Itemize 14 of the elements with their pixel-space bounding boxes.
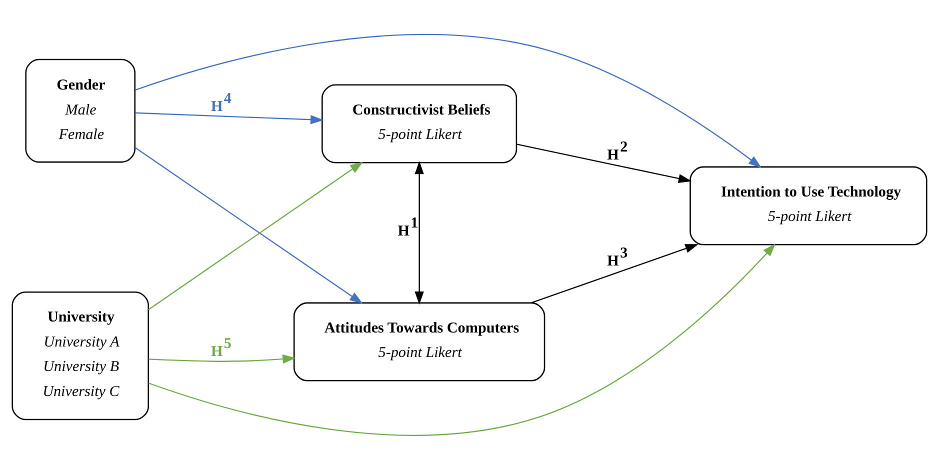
node-box: Constructivist Beliefs 5-point Likert <box>322 84 518 164</box>
node-box: University University A University B University C <box>12 292 150 420</box>
arrow <box>516 144 692 184</box>
arrow <box>148 244 776 436</box>
arrow <box>148 162 364 310</box>
node-box: Intention to Use Technology 5-point Likert <box>690 166 928 246</box>
arrow <box>134 147 363 304</box>
arrow <box>148 354 296 364</box>
arrow <box>414 160 424 305</box>
arrow <box>135 112 324 124</box>
arrow <box>531 244 698 304</box>
node-box: Gender Male Female <box>25 58 136 163</box>
node-box: Attitudes Towards Computers 5-point Likert <box>293 302 546 382</box>
arrow <box>134 34 762 168</box>
